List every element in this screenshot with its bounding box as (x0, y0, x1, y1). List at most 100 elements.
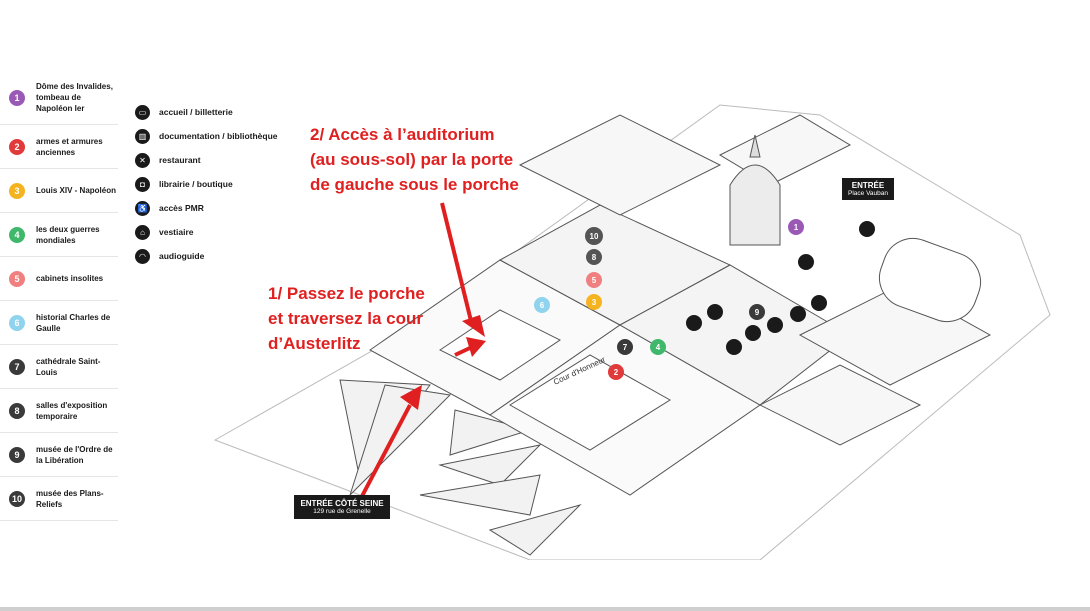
service-item: ◘ librairie / boutique (135, 172, 295, 196)
map-marker[interactable] (586, 294, 602, 310)
service-item: ✕ restaurant (135, 148, 295, 172)
service-label: audioguide (159, 251, 205, 261)
legend-label: cabinets insolites (36, 274, 104, 283)
legend-badge: 8 (9, 402, 25, 419)
legend-badge: 7 (9, 358, 25, 375)
note-line: d’Austerlitz (268, 334, 361, 353)
service-label: vestiaire (159, 227, 194, 237)
coat-hanger-icon: ⌂ (135, 224, 150, 240)
legend-item: 4 les deux guerres mondiales (0, 213, 118, 257)
service-label: restaurant (159, 155, 201, 165)
invalides-map: Cour d'Honneur 10 8 5 3 6 7 4 2 1 9 (213, 104, 1051, 560)
headphones-icon[interactable] (767, 317, 783, 333)
restaurant-icon: ✕ (135, 152, 150, 168)
direction-arrow (440, 202, 474, 326)
legend-badge: 6 (9, 314, 25, 331)
wheelchair-icon[interactable] (859, 221, 875, 237)
headphones-icon: ◠ (135, 248, 150, 264)
service-item: ♿ accès PMR (135, 196, 295, 220)
map-marker[interactable] (788, 219, 804, 235)
map-marker-label: 3 (592, 298, 597, 307)
note-line: 1/ Passez le porche (268, 284, 425, 303)
site-outline (213, 104, 1051, 560)
map-marker[interactable] (586, 272, 602, 288)
map-marker[interactable] (650, 339, 666, 355)
library-icon[interactable] (686, 315, 702, 331)
legend-item: 7 cathédrale Saint-Louis (0, 345, 118, 389)
map-marker[interactable] (749, 304, 765, 320)
legend-item: 10 musée des Plans-Reliefs (0, 477, 118, 521)
note-line: de gauche sous le porche (310, 175, 519, 194)
map-marker[interactable] (617, 339, 633, 355)
map-marker-label: 5 (592, 276, 597, 285)
lawn (438, 444, 542, 486)
service-label: librairie / boutique (159, 179, 233, 189)
legend-item: 9 musée de l'Ordre de la Libération (0, 433, 118, 477)
museum-legend: 1 Dôme des Invalides, tombeau de Napoléo… (0, 71, 118, 521)
legend-item: 8 salles d'exposition temporaire (0, 389, 118, 433)
entry-title: ENTRÉE (851, 181, 885, 190)
map-marker-label: 6 (540, 301, 545, 310)
lawn (449, 409, 532, 456)
shop-bag-icon[interactable] (726, 339, 742, 355)
legend-badge: 4 (9, 226, 25, 243)
legend-badge: 1 (9, 89, 25, 106)
map-marker[interactable] (586, 249, 602, 265)
restaurant-icon[interactable] (707, 304, 723, 320)
entry-subtitle: 129 rue de Grenelle (313, 508, 371, 515)
library-icon: ▥ (135, 128, 150, 144)
auditorium-note: 2/ Accès à l’auditorium (au sous-sol) pa… (310, 122, 519, 197)
legend-label: historial Charles de Gaulle (36, 312, 111, 333)
bottom-divider (0, 607, 1090, 611)
map-marker-label: 2 (614, 368, 619, 377)
service-item: ⌂ vestiaire (135, 220, 295, 244)
restaurant-icon[interactable] (811, 295, 827, 311)
map-marker[interactable] (608, 364, 624, 380)
legend-badge: 10 (9, 490, 25, 507)
direction-arrow (358, 404, 412, 501)
services-legend: ▭ accueil / billetterie ▥ documentation … (135, 100, 295, 268)
legend-badge: 9 (9, 446, 25, 463)
service-label: documentation / bibliothèque (159, 131, 278, 141)
note-line: 2/ Accès à l’auditorium (310, 125, 495, 144)
legend-label: cathédrale Saint-Louis (36, 356, 101, 377)
map-marker[interactable] (585, 227, 603, 245)
service-label: accueil / billetterie (159, 107, 233, 117)
note-line: et traversez la cour (268, 309, 423, 328)
legend-badge: 5 (9, 270, 25, 287)
entry-subtitle: Place Vauban (848, 190, 888, 197)
northwest-block (518, 114, 722, 216)
legend-badge: 3 (9, 182, 25, 199)
service-item: ▭ accueil / billetterie (135, 100, 295, 124)
oval-garden (878, 237, 982, 323)
coat-hanger-icon[interactable] (745, 325, 761, 341)
courtyard-note: 1/ Passez le porche et traversez la cour… (268, 281, 425, 356)
legend-item: 6 historial Charles de Gaulle (0, 301, 118, 345)
legend-label: les deux guerres mondiales (36, 224, 100, 245)
direction-arrow (454, 345, 473, 357)
shop-bag-icon[interactable] (798, 254, 814, 270)
map-marker-label: 9 (755, 308, 760, 317)
map-marker-label: 1 (794, 223, 799, 232)
ticket-icon[interactable] (790, 306, 806, 322)
dome (729, 164, 781, 246)
southeast-block (758, 364, 922, 446)
legend-item: 3 Louis XIV - Napoléon (0, 169, 118, 213)
lawn (419, 474, 541, 516)
map-marker-label: 4 (656, 343, 661, 352)
cour-honneur (509, 354, 671, 451)
shop-bag-icon: ◘ (135, 176, 150, 192)
map-marker-label: 7 (623, 343, 628, 352)
arrow-head (462, 315, 485, 337)
map-marker-label: 10 (590, 232, 599, 241)
legend-label: Louis XIV - Napoléon (36, 186, 117, 195)
legend-label: musée de l'Ordre de la Libération (36, 444, 113, 465)
legend-label: armes et armures anciennes (36, 136, 103, 157)
map-marker[interactable] (534, 297, 550, 313)
lawn (488, 504, 582, 556)
legend-label: Dôme des Invalides, tombeau de Napoléon … (36, 82, 113, 113)
legend-label: salles d'exposition temporaire (36, 400, 108, 421)
entry-seine-sign: ENTRÉE CÔTÉ SEINE 129 rue de Grenelle (294, 495, 390, 519)
wheelchair-icon: ♿ (135, 200, 150, 216)
legend-item: 2 armes et armures anciennes (0, 125, 118, 169)
